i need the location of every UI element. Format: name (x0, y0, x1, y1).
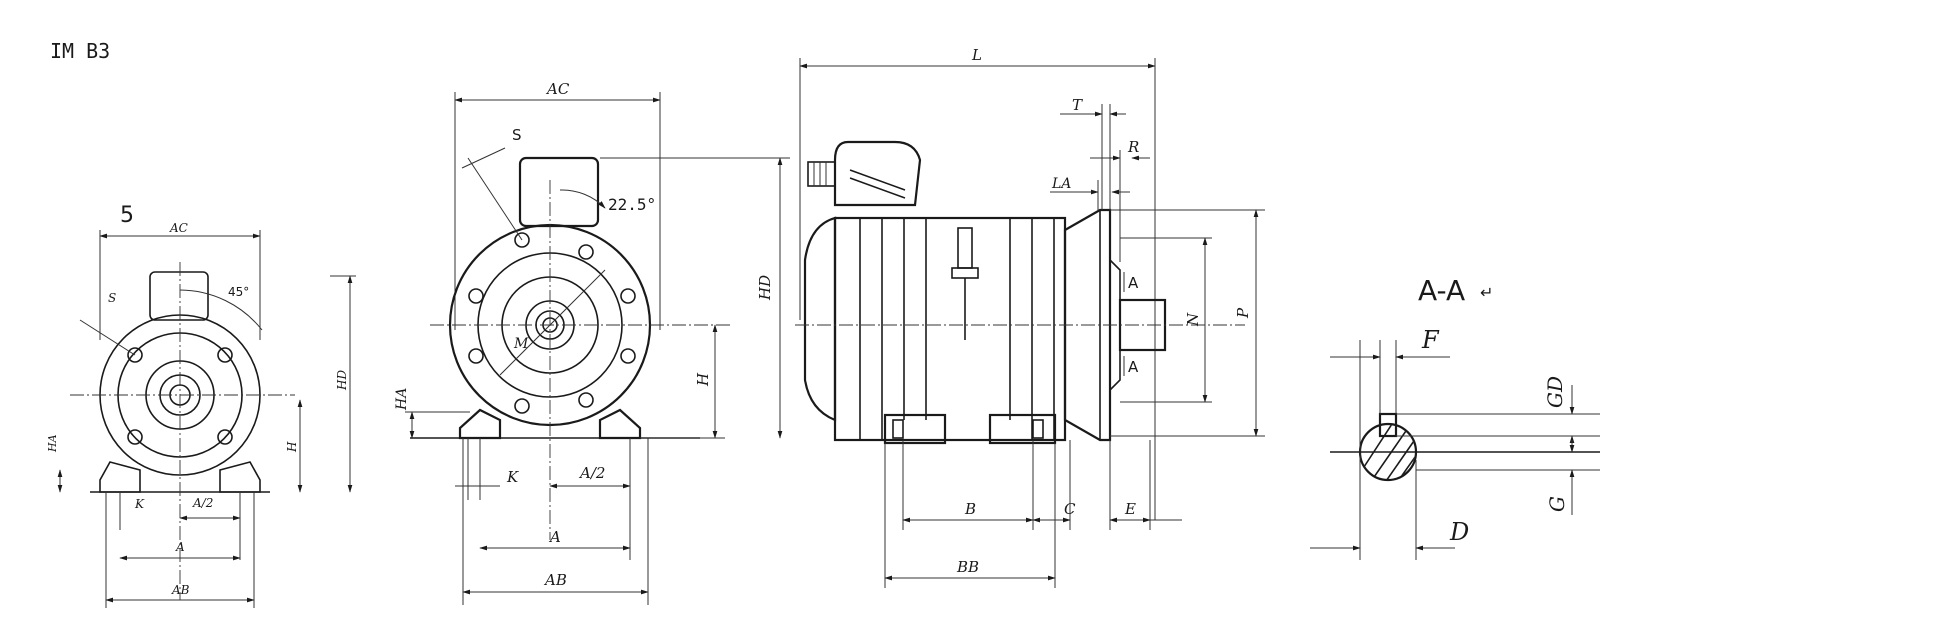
small-label-s: S (108, 291, 116, 305)
side-label-a-bottom: A (1128, 358, 1139, 376)
front-label-angle: 22.5° (608, 195, 656, 214)
side-label-p: P (1234, 307, 1252, 319)
side-label-r: R (1127, 138, 1139, 156)
side-view: L A (795, 46, 1265, 588)
return-mark-icon: ↵ (1480, 283, 1493, 302)
small-label-ac: AC (169, 221, 188, 235)
small-label-a2: A/2 (192, 496, 213, 510)
front-label-ac: AC (545, 80, 570, 98)
small-label-ab: AB (171, 583, 190, 597)
small-label-ha: HA (46, 434, 59, 453)
section-title: A-A (1418, 274, 1465, 307)
front-label-ab: AB (543, 571, 567, 589)
section-label-d: D (1449, 518, 1469, 546)
side-label-a-top: A (1128, 274, 1139, 292)
small-label-hd: HD (335, 370, 349, 391)
front-label-a: A (548, 528, 561, 546)
side-label-c: C (1064, 500, 1076, 518)
small-label-a: A (175, 540, 185, 554)
section-label-g: G (1545, 496, 1569, 512)
section-label-gd: GD (1543, 376, 1567, 408)
side-label-n: N (1184, 312, 1202, 327)
small-label-k: K (134, 497, 145, 511)
front-label-ha: HA (394, 388, 410, 411)
small-label-angle: 45° (228, 285, 249, 299)
front-label-k: K (506, 468, 519, 486)
front-label-h: H (694, 372, 712, 387)
front-label-s: S (512, 126, 522, 144)
small-front-view: 5 AC S 45° HD (46, 203, 356, 608)
page-title: IM B3 (50, 39, 110, 63)
frame-number: 5 (120, 203, 134, 228)
front-label-m: M (513, 336, 529, 352)
small-label-h: H (285, 441, 299, 453)
side-label-b: B (964, 500, 976, 518)
section-a-a: A-A ↵ F GD G (1310, 274, 1600, 560)
side-label-l: L (971, 46, 982, 64)
front-label-hd: HD (756, 275, 774, 301)
side-label-t: T (1072, 96, 1083, 114)
section-label-f: F (1421, 326, 1440, 354)
side-label-e: E (1124, 500, 1136, 518)
side-label-bb: BB (956, 558, 979, 576)
front-label-a2: A/2 (578, 464, 605, 482)
side-label-la: LA (1051, 176, 1071, 192)
front-view: AC S 22.5° M (394, 80, 790, 605)
